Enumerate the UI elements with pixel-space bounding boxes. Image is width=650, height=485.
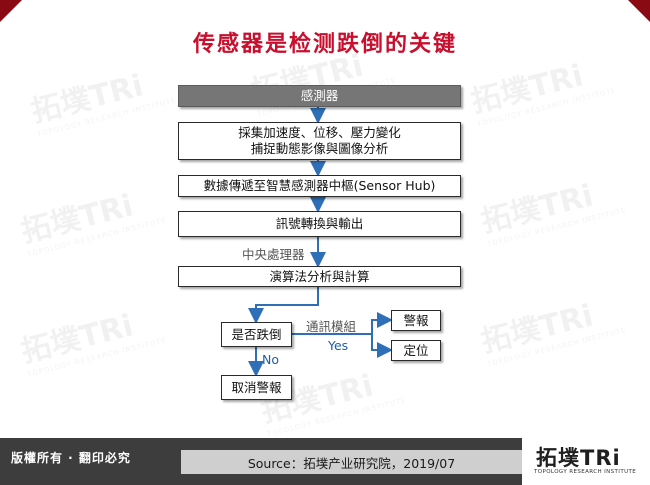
node-transfer-label: 數據傳遞至智慧感測器中樞(Sensor Hub) <box>203 178 436 193</box>
edge-label-cpu: 中央處理器 <box>242 247 305 262</box>
node-transfer: 數據傳遞至智慧感測器中樞(Sensor Hub) <box>178 175 461 197</box>
node-cancel-label: 取消警報 <box>231 379 282 395</box>
arrow-algorithm-to-decision <box>248 287 319 324</box>
node-cancel: 取消警報 <box>221 375 292 400</box>
tri-logo-subtitle: TOPOLOGY RESEARCH INSTITUTE <box>534 469 637 475</box>
node-locate-label: 定位 <box>403 342 429 358</box>
edge-label-yes: Yes <box>328 338 349 353</box>
arrow-decision-to-alarm <box>292 312 393 335</box>
tri-logo: 拓墣TRi TOPOLOGY RESEARCH INSTITUTE <box>522 438 650 485</box>
corner-decoration-left <box>0 0 22 22</box>
arrow-decision-to-locate <box>371 334 393 358</box>
node-collect-line2: 捕捉動態影像與圖像分析 <box>250 141 389 156</box>
node-collect-line1: 採集加速度、位移、壓力變化 <box>238 125 401 140</box>
node-alarm: 警報 <box>391 310 441 331</box>
tri-logo-text: 拓墣TRi <box>536 446 621 470</box>
node-algorithm: 演算法分析與計算 <box>178 266 461 287</box>
node-signal: 訊號轉換與輸出 <box>178 211 461 237</box>
node-signal-label: 訊號轉換與輸出 <box>275 216 364 231</box>
footer: 版權所有 · 翻印必究 Source：拓墣产业研究院，2019/07 拓墣TRi… <box>0 438 650 485</box>
copyright-notice: 版權所有 · 翻印必究 <box>11 451 131 465</box>
source-text: Source：拓墣产业研究院，2019/07 <box>247 455 456 471</box>
node-locate: 定位 <box>391 340 441 361</box>
corner-decoration-right <box>628 0 650 22</box>
slide-title: 传感器是检测跌倒的关键 <box>192 31 457 57</box>
node-algorithm-label: 演算法分析與計算 <box>269 268 370 284</box>
node-is-fall-label: 是否跌倒 <box>231 326 282 342</box>
node-sensor: 感測器 <box>178 85 461 107</box>
node-collect: 採集加速度、位移、壓力變化 捕捉動態影像與圖像分析 <box>178 122 461 160</box>
edge-label-no: No <box>262 352 279 367</box>
flow-arrows <box>248 107 393 377</box>
edge-label-comm-module: 通訊模組 <box>306 319 357 334</box>
node-is-fall: 是否跌倒 <box>221 322 292 347</box>
source-bar: Source：拓墣产业研究院，2019/07 <box>181 450 522 474</box>
node-alarm-label: 警報 <box>403 312 429 328</box>
node-sensor-label: 感測器 <box>300 88 339 103</box>
